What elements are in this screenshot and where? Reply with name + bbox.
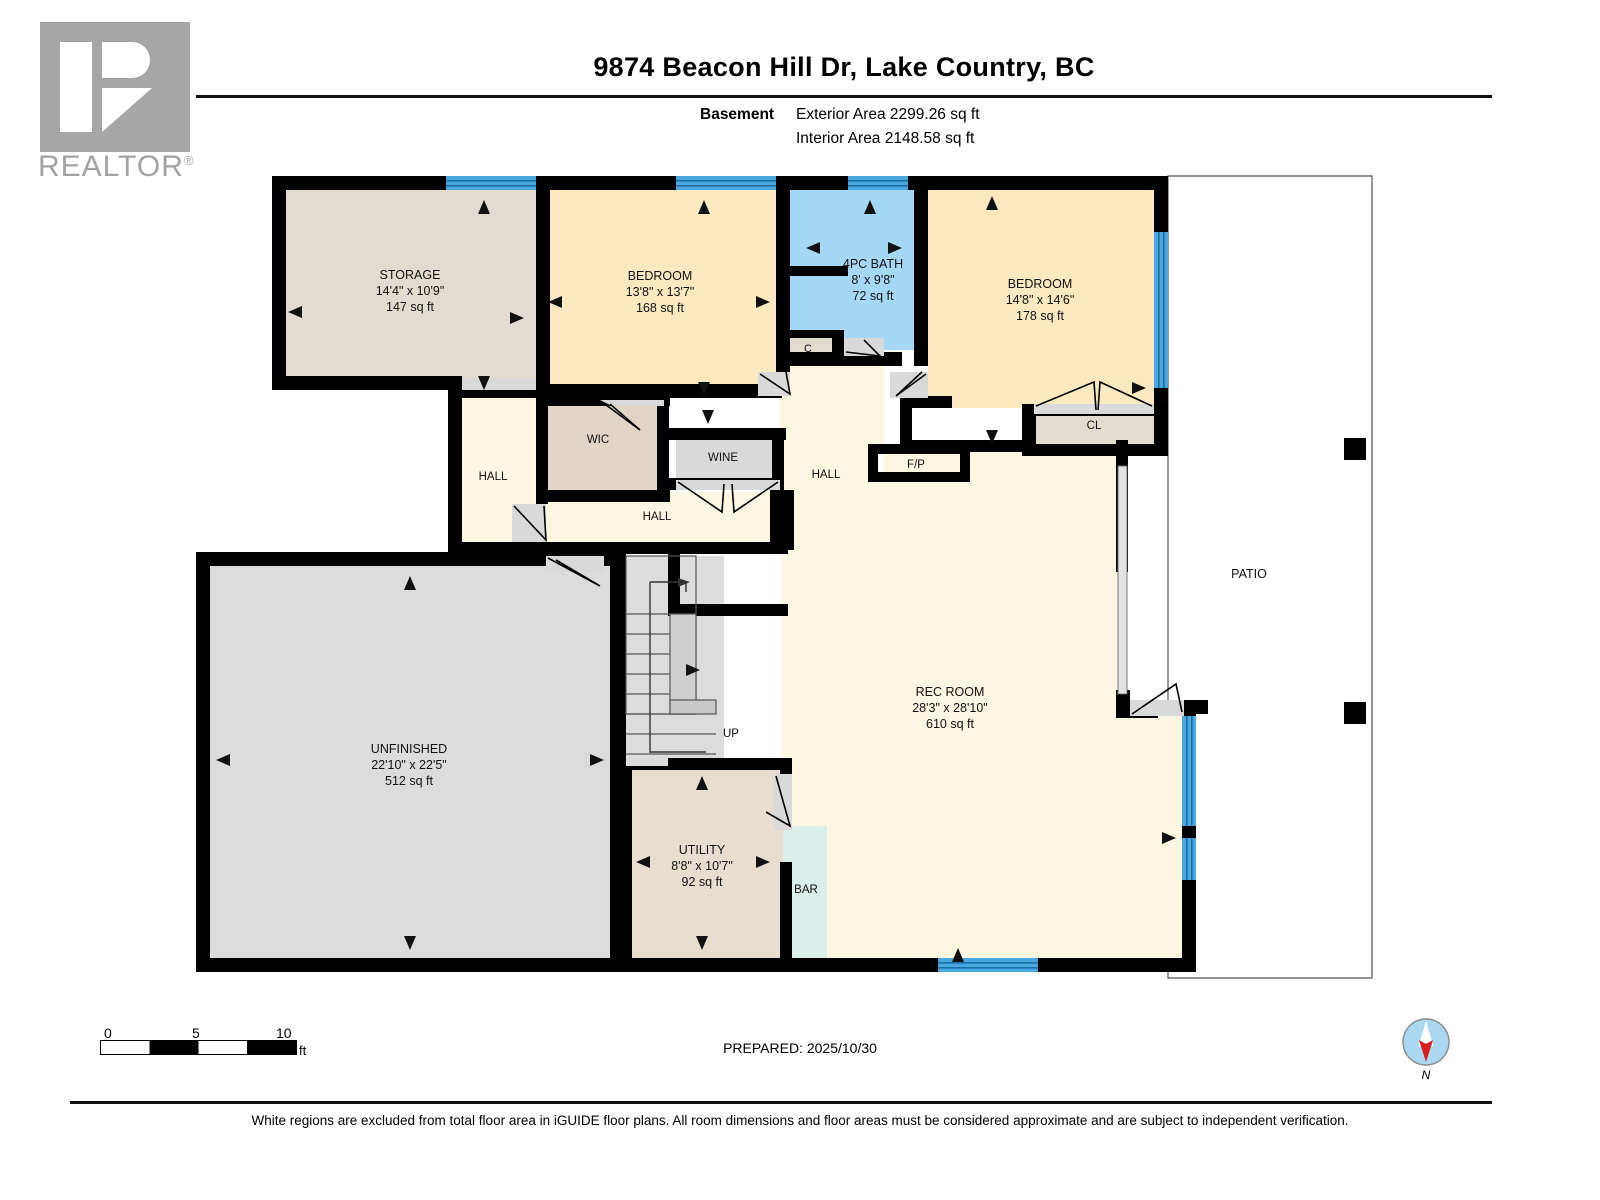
stairs: UP <box>625 555 739 766</box>
window-bath-top <box>848 176 908 190</box>
room-storage-dims: 14'4" x 10'9" <box>376 284 445 298</box>
realtor-logo-wordmark: REALTOR® <box>38 150 238 184</box>
room-hall-right-fill <box>780 360 884 550</box>
room-bedroom2-name: BEDROOM <box>1008 277 1073 291</box>
scale-tick-5: 5 <box>192 1025 200 1041</box>
room-unfinished-dims: 22'10" x 22'5" <box>371 758 447 772</box>
room-unfinished-name: UNFINISHED <box>371 742 447 756</box>
room-cl-label: CL <box>1087 420 1102 432</box>
room-labels: STORAGE 14'4" x 10'9" 147 sq ft BEDROOM … <box>371 257 1267 896</box>
window-bedroom2-right <box>1154 232 1168 388</box>
dimension-arrows <box>216 196 1176 962</box>
compass-needle-north <box>1418 1020 1434 1047</box>
scale-tick-labels: 0 5 10 <box>80 1025 320 1041</box>
realtor-logo-registered: ® <box>183 153 195 168</box>
interior-area: Interior Area 2148.58 sq ft <box>796 130 975 147</box>
room-wine-label: WINE <box>708 452 738 464</box>
room-recroom-fill <box>782 546 1190 966</box>
room-unfinished-fill <box>200 558 620 966</box>
exterior-area: Exterior Area 2299.26 sq ft <box>796 106 980 123</box>
compass-needle-south <box>1419 1040 1433 1062</box>
room-patio-label: PATIO <box>1231 567 1267 581</box>
page-title: 9874 Beacon Hill Dr, Lake Country, BC <box>593 52 1095 82</box>
room-bedroom1-name: BEDROOM <box>628 269 693 283</box>
room-storage-area: 147 sq ft <box>386 300 434 314</box>
room-fp-label: F/P <box>907 459 925 471</box>
room-recroom-dims: 28'3" x 28'10" <box>912 701 988 715</box>
stairs-up-label: UP <box>723 728 739 740</box>
window-recroom-right-lower <box>1182 838 1196 880</box>
compass-rose <box>1402 1018 1450 1066</box>
title-divider <box>196 95 1492 98</box>
area-summary: Basement Exterior Area 2299.26 sq ft Int… <box>700 106 980 154</box>
footer-divider <box>70 1101 1492 1104</box>
room-recroom-name: REC ROOM <box>916 685 985 699</box>
room-utility-dims: 8'8" x 10'7" <box>671 859 733 873</box>
room-utility-area: 92 sq ft <box>682 875 724 889</box>
room-hall-right-label: HALL <box>812 469 841 481</box>
scale-bar <box>100 1040 297 1055</box>
area-row-exterior: Basement Exterior Area 2299.26 sq ft <box>700 106 980 124</box>
room-patio-outline <box>1167 175 1373 979</box>
glass-rail <box>1117 465 1128 695</box>
room-bedroom1-dims: 13'8" x 13'7" <box>626 285 695 299</box>
room-wine-fill <box>676 438 780 480</box>
room-storage-name: STORAGE <box>380 268 441 282</box>
window-storage-top <box>446 176 536 190</box>
room-bedroom2-dims: 14'8" x 14'6" <box>1006 293 1075 307</box>
room-wic-fill <box>545 400 663 492</box>
room-unfinished-area: 512 sq ft <box>385 774 433 788</box>
window-recroom-right-upper <box>1182 716 1196 826</box>
window-bedroom1-top <box>676 176 776 190</box>
room-bedroom1-fill <box>545 184 780 392</box>
scale-tick-0: 0 <box>104 1025 112 1041</box>
room-recroom-area: 610 sq ft <box>926 717 974 731</box>
room-bath-dims: 8' x 9'8" <box>851 273 894 287</box>
room-c-label: C <box>804 343 812 355</box>
doors <box>462 338 1184 830</box>
scale-unit-label: ft <box>299 1043 307 1058</box>
realtor-logo: REALTOR® <box>38 22 194 183</box>
patio-post-upper <box>1344 438 1366 460</box>
level-label: Basement <box>700 106 775 123</box>
footer-disclaimer: White regions are excluded from total fl… <box>251 1113 1349 1128</box>
room-hall-center-label: HALL <box>643 511 672 523</box>
room-bath-area: 72 sq ft <box>853 289 895 303</box>
room-bar-label: BAR <box>794 884 818 896</box>
realtor-logo-word: REALTOR <box>38 150 184 183</box>
realtor-logo-bowl <box>102 42 150 78</box>
realtor-logo-stem <box>60 42 92 132</box>
realtor-logo-mark <box>40 22 190 152</box>
prepared-date: PREPARED: 2025/10/30 <box>723 1040 877 1056</box>
room-storage-fill2 <box>280 184 550 380</box>
room-bedroom2-fill <box>928 184 1160 440</box>
room-bedroom2-area: 178 sq ft <box>1016 309 1064 323</box>
room-wic-label: WIC <box>587 434 609 446</box>
room-bedroom1-area: 168 sq ft <box>636 301 684 315</box>
patio-post-lower <box>1344 702 1366 724</box>
scale-tick-10: 10 <box>276 1025 292 1041</box>
room-utility-name: UTILITY <box>679 843 726 857</box>
room-bath-name: 4PC BATH <box>843 257 903 271</box>
room-hall-left-label: HALL <box>479 471 508 483</box>
compass-north-label: N <box>1421 1068 1431 1082</box>
area-row-interior: Interior Area 2148.58 sq ft <box>700 130 980 148</box>
room-cl-fill <box>1030 412 1158 448</box>
realtor-logo-leg <box>102 88 152 132</box>
